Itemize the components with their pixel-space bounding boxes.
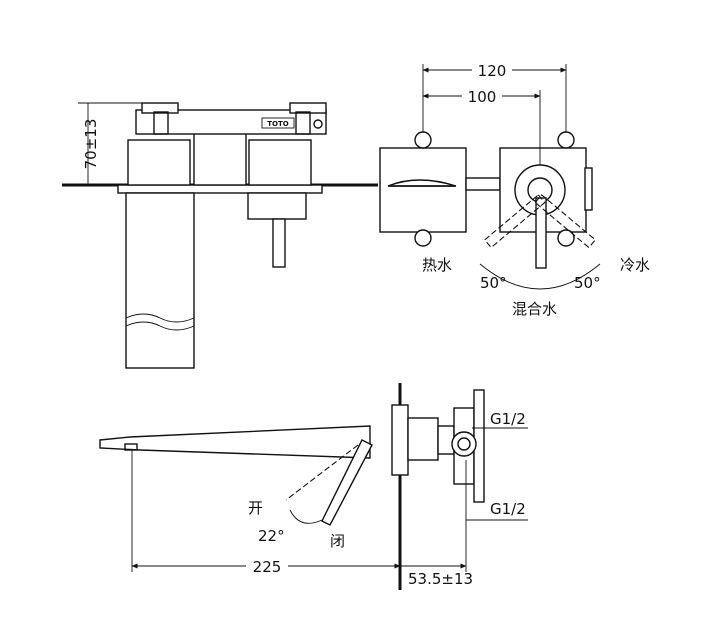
dim-outer: 120 — [478, 62, 507, 80]
valve-center — [193, 127, 247, 186]
toto-logo: TOTO — [267, 120, 289, 128]
front-view: TOTO 70±13 — [62, 102, 378, 369]
valve-body — [407, 417, 439, 461]
spout-mount-top — [414, 131, 432, 149]
frame-bolt — [313, 119, 323, 129]
spout-side — [99, 425, 371, 459]
handle-side — [321, 439, 373, 526]
toto-logo-plate — [261, 117, 295, 129]
spout-body — [125, 192, 195, 369]
frame-clip-left — [141, 102, 179, 114]
label-cold: 冷水 — [620, 256, 650, 274]
thread-top: G1/2 — [490, 410, 526, 428]
top-view: 120 100 热水 冷水 50° 50° 混合水 — [379, 62, 650, 318]
thread-bottom: G1/2 — [490, 500, 526, 518]
label-hot: 热水 — [422, 256, 452, 274]
angle-left: 50° — [480, 274, 507, 292]
dim-spout-bg — [246, 558, 288, 574]
angle-arc-side — [289, 509, 323, 524]
valve-left — [127, 139, 191, 186]
frame-screw-left — [153, 111, 169, 135]
handle-lever — [272, 218, 286, 268]
dim-inner: 100 — [468, 88, 497, 106]
connector-pipe — [465, 177, 501, 191]
lever-hot — [483, 194, 546, 249]
angle-right: 50° — [574, 274, 601, 292]
break-lines — [125, 313, 195, 331]
angle-side: 22° — [258, 527, 285, 545]
dim-outer-bg — [472, 62, 512, 78]
valve-side — [584, 167, 593, 211]
wall-flange — [391, 404, 409, 476]
wall-plate — [117, 184, 323, 194]
valve-mount-bottom — [557, 229, 575, 247]
inlet-fitting — [451, 431, 477, 457]
inlet-bore — [457, 437, 471, 451]
frame-clip-right — [289, 102, 327, 114]
dim-height: 70±13 — [82, 119, 100, 170]
lever-cold — [534, 194, 597, 249]
spout-plate — [379, 147, 467, 233]
angle-arc — [479, 263, 601, 290]
handle-base — [247, 192, 307, 220]
aerator — [124, 443, 138, 451]
valve-mount-top — [557, 131, 575, 149]
frame-screw-right — [295, 111, 311, 135]
valve-nut — [437, 425, 455, 455]
dim-spout: 225 — [253, 558, 282, 576]
handle-open — [285, 444, 359, 501]
spout-mount-bottom — [414, 229, 432, 247]
valve-right — [248, 139, 312, 186]
label-open: 开 — [248, 499, 263, 517]
label-mixed: 混合水 — [512, 300, 557, 318]
label-close: 闭 — [330, 532, 345, 550]
dim-inner-bg — [462, 88, 502, 104]
dim-depth: 53.5±13 — [408, 570, 473, 588]
side-view: G1/2 G1/2 开 闭 22° 225 53.5±13 — [99, 383, 528, 590]
